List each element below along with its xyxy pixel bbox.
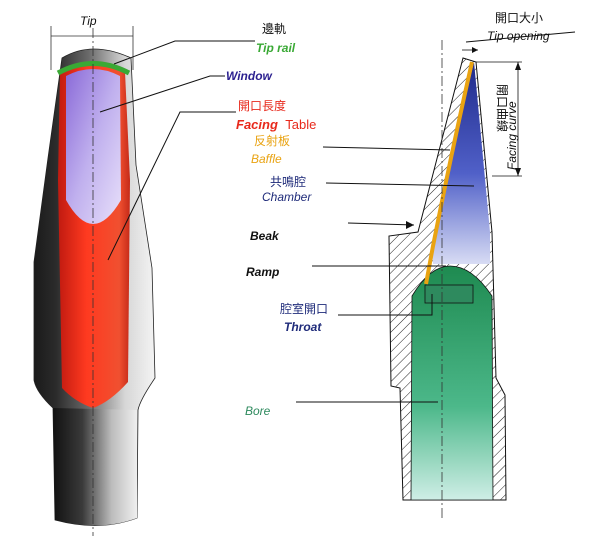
mouthpiece-front-view [33, 26, 156, 536]
facing-curve-label-en: Facing curve [505, 101, 519, 170]
tip-rail-label-zh: 邊軌 [262, 21, 286, 36]
facing-curve-arrow-top [515, 62, 521, 70]
facing-label-en: Facing Table [236, 117, 316, 132]
tip-rail-label-en: Tip rail [256, 41, 296, 55]
baffle-label-en: Baffle [251, 152, 282, 166]
facing-curve-arrow-bottom [515, 168, 521, 176]
chamber-leader [325, 182, 475, 187]
right-leader-lines [296, 31, 576, 403]
chamber-label-zh: 共鳴腔 [270, 174, 306, 189]
tip-label: Tip [80, 14, 97, 28]
mouthpiece-shank [53, 408, 137, 526]
facing-label-table: Table [285, 117, 316, 132]
chamber-label-en: Chamber [262, 190, 312, 204]
throat-leader [338, 294, 433, 316]
window-leader [99, 75, 225, 113]
tip-opening-label-en: Tip opening [487, 29, 550, 43]
throat-label-en: Throat [284, 320, 322, 334]
facing-label-zh: 開口長度 [238, 98, 286, 113]
tip-opening-arrow [472, 47, 478, 53]
facing-leader [107, 111, 236, 261]
beak-arrow [406, 221, 414, 229]
facing-curve-label-zh: 開口曲線 [495, 84, 510, 132]
baffle-leader [322, 146, 451, 151]
mouthpiece-cross-section [388, 40, 522, 518]
ramp-label: Ramp [246, 265, 279, 279]
baffle-label-zh: 反射板 [254, 133, 290, 148]
throat-notch [424, 284, 474, 304]
tip-rail [56, 61, 131, 76]
chamber-cavity [432, 62, 490, 264]
left-leader-lines [99, 40, 255, 261]
tip-opening-leader [465, 31, 576, 43]
window-label: Window [226, 69, 273, 83]
beak-label: Beak [250, 229, 280, 243]
window-opening [66, 69, 121, 224]
tip-opening-label-zh: 開口大小 [495, 11, 543, 25]
facing-label-facing: Facing [236, 117, 278, 132]
baffle-ramp-line [424, 61, 474, 285]
bore-label: Bore [245, 404, 271, 418]
throat-label-zh: 腔室開口 [280, 301, 328, 316]
tip-rail-leader [113, 40, 255, 65]
beak-leader [347, 222, 415, 226]
